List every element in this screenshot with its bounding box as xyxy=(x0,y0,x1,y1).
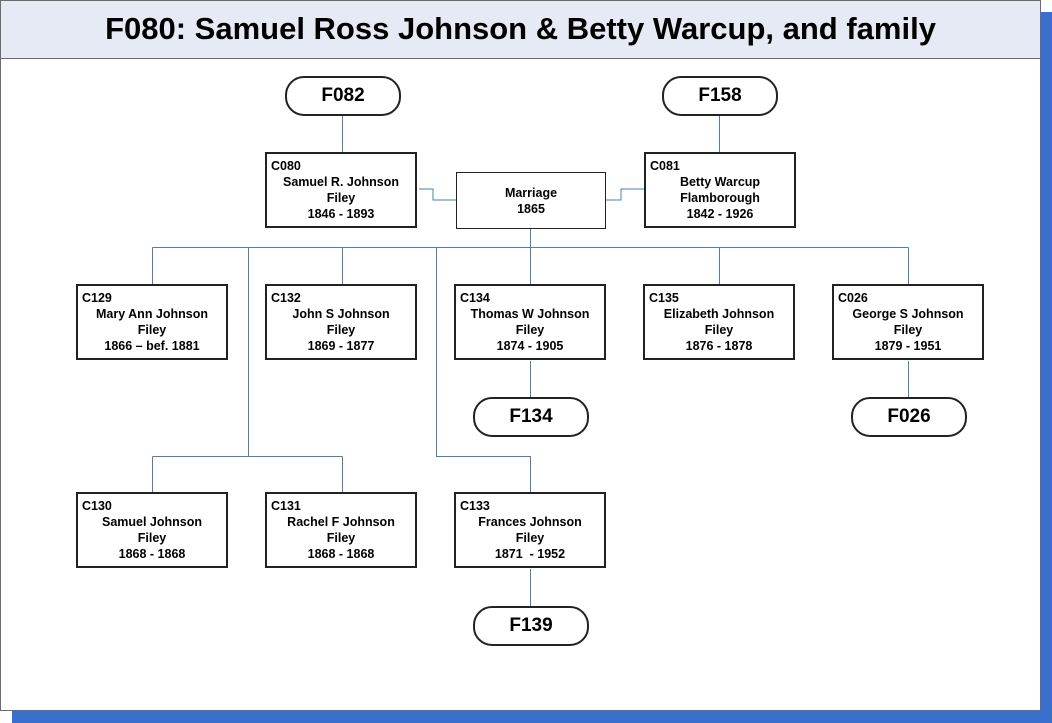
person-id: C026 xyxy=(838,291,868,305)
person-id: C081 xyxy=(650,159,680,173)
family-link-f139[interactable]: F139 xyxy=(473,606,589,646)
person-place: Filey xyxy=(326,323,356,337)
person-id: C134 xyxy=(460,291,490,305)
person-dates: 1842 - 1926 xyxy=(686,207,754,221)
family-link-f026[interactable]: F026 xyxy=(851,397,967,437)
person-name: Samuel Johnson xyxy=(101,515,203,529)
person-box-c135[interactable]: C135 Elizabeth Johnson Filey 1876 - 1878 xyxy=(643,284,795,360)
person-dates: 1871 - 1952 xyxy=(494,547,566,561)
person-box-c131[interactable]: C131 Rachel F Johnson Filey 1868 - 1868 xyxy=(265,492,417,568)
person-box-c081[interactable]: C081 Betty Warcup Flamborough 1842 - 192… xyxy=(644,152,796,228)
title-bar: F080: Samuel Ross Johnson & Betty Warcup… xyxy=(1,1,1040,59)
marriage-year: 1865 xyxy=(517,202,545,216)
connector-line xyxy=(606,188,644,201)
person-id: C129 xyxy=(82,291,112,305)
family-link-f082[interactable]: F082 xyxy=(285,76,401,116)
family-link-f134[interactable]: F134 xyxy=(473,397,589,437)
person-name: Thomas W Johnson xyxy=(470,307,590,321)
person-place: Filey xyxy=(137,531,167,545)
person-name: John S Johnson xyxy=(292,307,390,321)
person-dates: 1874 - 1905 xyxy=(496,339,564,353)
person-place: Filey xyxy=(704,323,734,337)
person-box-c129[interactable]: C129 Mary Ann Johnson Filey 1866 – bef. … xyxy=(76,284,228,360)
person-name: Frances Johnson xyxy=(478,515,582,529)
person-id: C080 xyxy=(271,159,301,173)
person-box-c134[interactable]: C134 Thomas W Johnson Filey 1874 - 1905 xyxy=(454,284,606,360)
person-box-c133[interactable]: C133 Frances Johnson Filey 1871 - 1952 xyxy=(454,492,606,568)
marriage-box[interactable]: Marriage 1865 xyxy=(456,172,606,229)
person-dates: 1846 - 1893 xyxy=(307,207,375,221)
connector-line xyxy=(419,188,456,201)
family-link-f158[interactable]: F158 xyxy=(662,76,778,116)
person-place: Flamborough xyxy=(680,191,760,205)
connector-line xyxy=(436,247,531,492)
person-box-c132[interactable]: C132 John S Johnson Filey 1869 - 1877 xyxy=(265,284,417,360)
person-dates: 1876 - 1878 xyxy=(685,339,753,353)
person-box-c130[interactable]: C130 Samuel Johnson Filey 1868 - 1868 xyxy=(76,492,228,568)
marriage-label: Marriage xyxy=(504,186,558,200)
person-place: Filey xyxy=(893,323,923,337)
person-name: Samuel R. Johnson xyxy=(283,175,399,189)
person-id: C135 xyxy=(649,291,679,305)
person-place: Filey xyxy=(326,191,356,205)
page-title: F080: Samuel Ross Johnson & Betty Warcup… xyxy=(105,11,936,46)
connector-lines xyxy=(152,114,909,606)
person-place: Filey xyxy=(326,531,356,545)
person-dates: 1868 - 1868 xyxy=(118,547,186,561)
person-dates: 1869 - 1877 xyxy=(307,339,375,353)
person-dates: 1868 - 1868 xyxy=(307,547,375,561)
person-box-c026[interactable]: C026 George S Johnson Filey 1879 - 1951 xyxy=(832,284,984,360)
person-name: Rachel F Johnson xyxy=(287,515,395,529)
person-id: C130 xyxy=(82,499,112,513)
person-place: Filey xyxy=(137,323,167,337)
person-place: Filey xyxy=(515,531,545,545)
person-id: C133 xyxy=(460,499,490,513)
person-dates: 1879 - 1951 xyxy=(874,339,942,353)
person-place: Filey xyxy=(515,323,545,337)
chart-sheet: F080: Samuel Ross Johnson & Betty Warcup… xyxy=(0,0,1041,711)
person-id: C132 xyxy=(271,291,301,305)
person-name: Betty Warcup xyxy=(679,175,761,189)
person-dates: 1866 – bef. 1881 xyxy=(104,339,200,353)
person-id: C131 xyxy=(271,499,301,513)
person-name: George S Johnson xyxy=(852,307,964,321)
person-name: Mary Ann Johnson xyxy=(95,307,209,321)
person-box-c080[interactable]: C080 Samuel R. Johnson Filey 1846 - 1893 xyxy=(265,152,417,228)
person-name: Elizabeth Johnson xyxy=(663,307,775,321)
